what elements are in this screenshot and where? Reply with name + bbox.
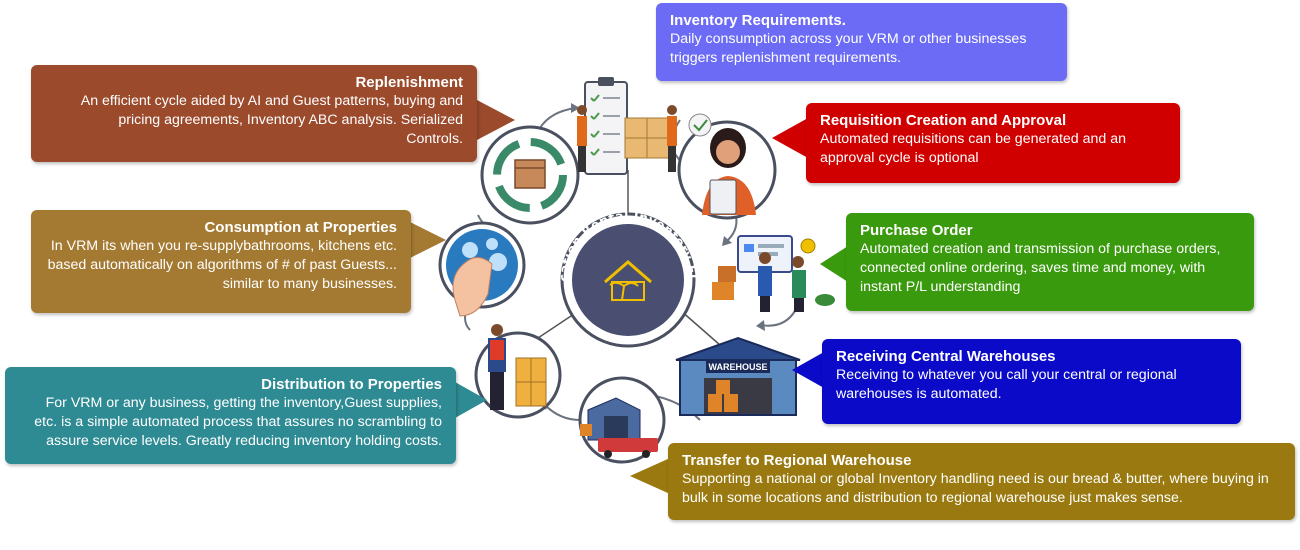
purchase-order-pointer <box>820 246 848 282</box>
replenishment-node <box>480 125 580 225</box>
check-icon <box>688 113 712 137</box>
warehouse-sign-label: WAREHOUSE <box>708 362 767 372</box>
transfer-node <box>578 376 666 464</box>
transfer-box: Transfer to Regional Warehouse Supportin… <box>668 443 1295 520</box>
distribution-title: Distribution to Properties <box>261 376 442 393</box>
arrow-replenishment-to-inventory <box>539 107 576 129</box>
warehouse-illustration: WAREHOUSE <box>675 336 801 416</box>
inventory-requirements-box: Inventory Requirements. Daily consumptio… <box>656 3 1067 81</box>
requisition-box: Requisition Creation and Approval Automa… <box>806 103 1180 183</box>
consumption-desc: In VRM its when you re-supplybathrooms, … <box>47 238 397 292</box>
receiving-title: Receiving Central Warehouses <box>836 348 1056 365</box>
replenishment-desc: An efficient cycle aided by AI and Guest… <box>80 93 463 147</box>
purchase-order-illustration <box>712 235 835 312</box>
requisition-title: Requisition Creation and Approval <box>820 112 1067 129</box>
distribution-node <box>474 324 562 419</box>
requisition-desc: Automated requisitions can be generated … <box>820 131 1127 166</box>
replenishment-pointer <box>477 100 515 140</box>
clipboard-icon <box>584 81 628 175</box>
inventory-requirements-title: Inventory Requirements. <box>670 12 846 29</box>
coin-icon <box>800 238 816 254</box>
receiving-pointer <box>792 352 824 388</box>
purchase-order-desc: Automated creation and transmission of p… <box>860 241 1221 295</box>
receiving-box: Receiving Central Warehouses Receiving t… <box>822 339 1241 424</box>
warehouse-sign <box>706 360 770 373</box>
purchase-order-box: Purchase Order Automated creation and tr… <box>846 213 1254 311</box>
replenishment-title: Replenishment <box>355 74 463 91</box>
hand-icon <box>452 257 493 317</box>
requisition-node <box>677 113 777 220</box>
purchase-order-title: Purchase Order <box>860 222 973 239</box>
palm-tree-icon <box>609 281 639 301</box>
distribution-desc: For VRM or any business, getting the inv… <box>34 395 442 449</box>
consumption-box: Consumption at Properties In VRM its whe… <box>31 210 411 313</box>
distribution-pointer <box>455 382 487 418</box>
replenishment-box: Replenishment An efficient cycle aided b… <box>31 65 477 162</box>
consumption-pointer <box>410 222 446 258</box>
consumption-node <box>438 221 526 317</box>
box-icon <box>514 159 546 189</box>
consumption-title: Consumption at Properties <box>204 219 397 236</box>
transfer-title: Transfer to Regional Warehouse <box>682 452 912 469</box>
truck-icon <box>598 438 658 452</box>
inventory-requirements-desc: Daily consumption across your VRM or oth… <box>670 31 1027 66</box>
transfer-desc: Supporting a national or global Inventor… <box>682 471 1269 506</box>
requisition-pointer <box>772 118 808 158</box>
house-icon <box>604 260 652 284</box>
arrow-transfer-to-distribution <box>544 404 581 421</box>
distribution-box: Distribution to Properties For VRM or an… <box>5 367 456 464</box>
inventory-requirements-illustration <box>577 77 677 175</box>
receiving-desc: Receiving to whatever you call your cent… <box>836 367 1177 402</box>
transfer-pointer <box>630 458 670 494</box>
